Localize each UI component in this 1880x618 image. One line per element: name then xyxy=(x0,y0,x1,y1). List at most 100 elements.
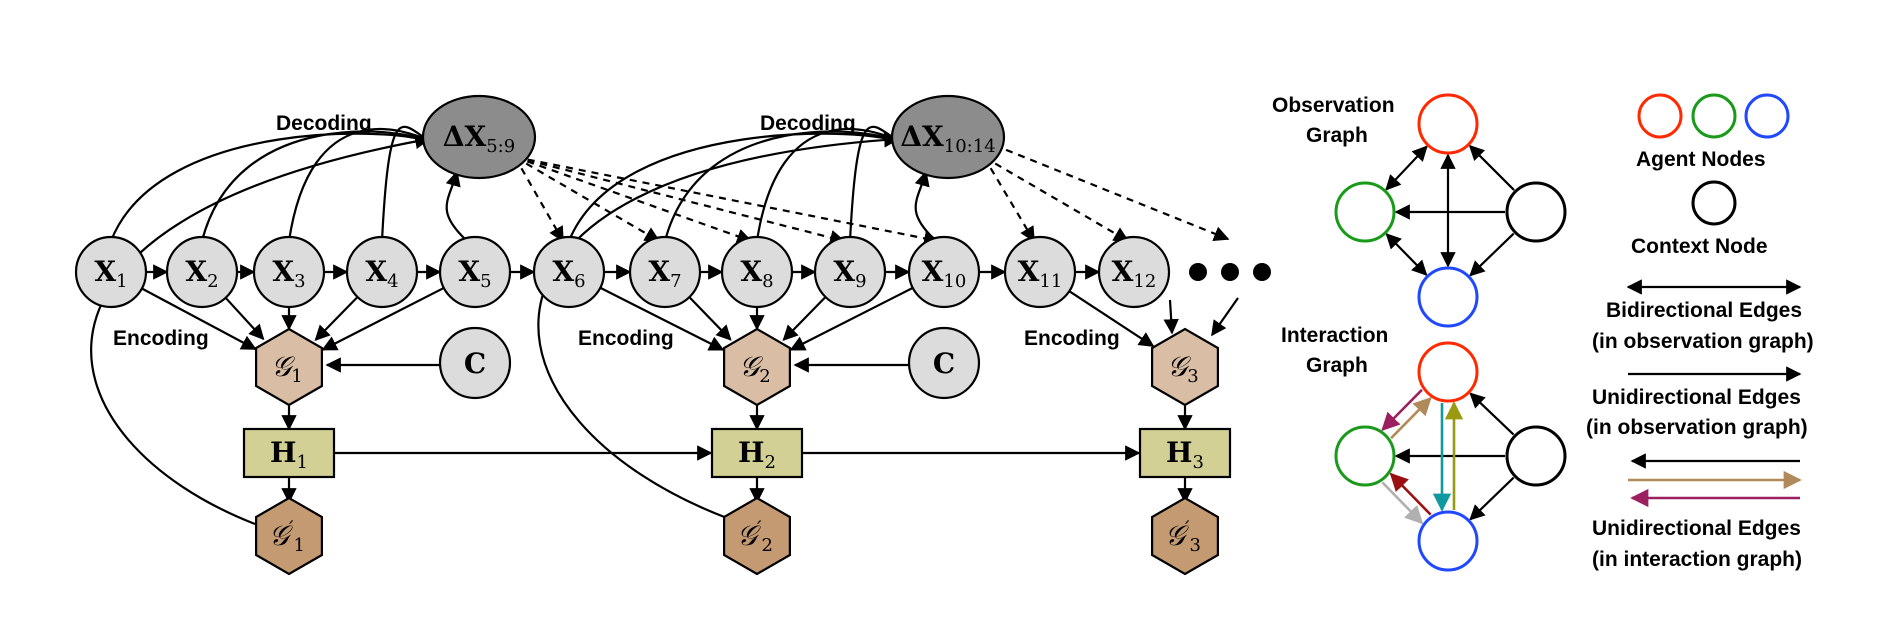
node-sub: 7 xyxy=(670,271,681,292)
node-main: X xyxy=(94,255,116,288)
node-main: X xyxy=(552,255,574,288)
node-main: H xyxy=(1166,436,1192,469)
legend-agent-red xyxy=(1637,93,1683,139)
node-main: X xyxy=(365,255,387,288)
obs-bidirectional-edge xyxy=(1385,145,1428,191)
h-node-1: H1 xyxy=(242,427,336,479)
observation-graph-label-2: Graph xyxy=(1306,124,1368,147)
node-sub: 3 xyxy=(294,271,305,292)
gprime-decoding-edge xyxy=(90,133,431,526)
unidirectional-obs-label-2: (in observation graph) xyxy=(1586,416,1808,439)
encoding-label-2: Encoding xyxy=(578,327,674,350)
node-sub: 3 xyxy=(1193,452,1204,473)
svg-text:ΔX5:9: ΔX5:9 xyxy=(443,120,515,157)
observation-graph-label-1: Observation xyxy=(1272,94,1395,117)
gprime-node-2: 𝒢′2 xyxy=(722,496,792,576)
encoding-label-1: Encoding xyxy=(113,327,209,350)
node-sub: 11 xyxy=(1039,271,1062,292)
node-sub: 2 xyxy=(207,271,218,292)
node-sub: 12 xyxy=(1133,271,1156,292)
unidirectional-obs-label-1: Unidirectional Edges xyxy=(1592,386,1801,409)
node-main: X xyxy=(185,255,207,288)
encoding-edge xyxy=(314,296,359,341)
agent-nodes-label: Agent Nodes xyxy=(1636,148,1766,171)
node-main: H xyxy=(270,436,296,469)
encoding-edge xyxy=(321,286,445,351)
node-prime: ′ xyxy=(757,516,762,540)
encoding-edge xyxy=(141,287,257,351)
dashed-decoding-edge xyxy=(514,155,940,246)
dashed-decoding-edge xyxy=(514,155,753,244)
x-node-3: X3 xyxy=(252,235,326,309)
svg-text:X6: X6 xyxy=(552,255,585,292)
svg-text:X7: X7 xyxy=(648,255,681,292)
dashed-decoding-edge xyxy=(514,156,564,243)
node-main: H xyxy=(738,436,764,469)
decoding-edge xyxy=(287,127,435,242)
int-edge-tan xyxy=(1390,396,1432,440)
x-node-8: X8 xyxy=(720,235,794,309)
node-sub: 6 xyxy=(574,271,585,292)
encoding-edge xyxy=(789,286,914,351)
svg-text:X2: X2 xyxy=(185,255,218,292)
node-sub: 5:9 xyxy=(486,136,515,157)
node-sub: 10 xyxy=(943,271,966,292)
node-sub: 1 xyxy=(294,535,305,556)
node-sub: 1 xyxy=(116,271,127,292)
context-node-2: C xyxy=(907,326,981,400)
node-sub: 10:14 xyxy=(944,136,996,157)
int-edge-darkred xyxy=(1389,472,1432,516)
node-main: X xyxy=(922,255,944,288)
obs-unidirectional-edge xyxy=(1468,144,1515,191)
svg-text:X3: X3 xyxy=(272,255,305,292)
x-node-7: X7 xyxy=(628,235,702,309)
node-sub: 9 xyxy=(855,271,866,292)
x-node-6: X6 xyxy=(532,235,606,309)
node-main: X xyxy=(458,255,480,288)
encoding-edge xyxy=(599,286,725,351)
delta-node-2: ΔX10:14 xyxy=(890,94,1006,180)
unidirectional-int-label-1: Unidirectional Edges xyxy=(1592,517,1801,540)
node-main: X xyxy=(740,255,762,288)
delta-node-1: ΔX5:9 xyxy=(421,94,537,180)
legend-agent-blue xyxy=(1744,93,1790,139)
dashed-decoding-edge xyxy=(993,143,1230,241)
decoding-label-2: Decoding xyxy=(760,112,856,135)
decoding-edge xyxy=(445,170,466,240)
int-context-edge xyxy=(1469,392,1515,436)
int-context-edge xyxy=(1469,476,1515,521)
decoding-label-1: Decoding xyxy=(276,112,372,135)
context-letter: C xyxy=(933,347,955,380)
svg-text:X1: X1 xyxy=(94,255,127,292)
x-node-12: X12 xyxy=(1097,235,1171,309)
node-main: ΔX xyxy=(443,120,487,153)
node-sub: 3 xyxy=(1187,366,1198,387)
svg-text:H2: H2 xyxy=(738,436,776,473)
encoding-edge xyxy=(1211,297,1239,337)
node-main: X xyxy=(833,255,855,288)
ellipsis-dot xyxy=(1221,263,1239,281)
obs-bidirectional-edge xyxy=(1385,233,1428,276)
node-main: X xyxy=(648,255,670,288)
encoding-edge xyxy=(1068,290,1155,348)
int-edge-gray xyxy=(1381,481,1424,525)
svg-text:X10: X10 xyxy=(922,255,967,292)
node-main: ΔX xyxy=(900,120,944,153)
x-node-2: X2 xyxy=(165,235,239,309)
svg-text:X4: X4 xyxy=(365,255,398,292)
node-sub: 4 xyxy=(387,271,398,292)
obs-agent-node-blue xyxy=(1417,266,1479,328)
dashed-decoding-edge xyxy=(514,156,661,242)
obs-agent-node-green xyxy=(1334,181,1396,243)
x-node-1: X1 xyxy=(74,235,148,309)
node-prime: ′ xyxy=(289,516,294,540)
node-sub: 1 xyxy=(297,452,308,473)
svg-text:X8: X8 xyxy=(740,255,773,292)
int-agent-node-green xyxy=(1334,425,1396,487)
int-context-node xyxy=(1505,425,1567,487)
x-node-10: X10 xyxy=(907,235,981,309)
int-edge-maroon xyxy=(1381,388,1423,432)
encoding-edge xyxy=(688,296,732,341)
g-node-2: 𝒢2 xyxy=(722,327,792,407)
